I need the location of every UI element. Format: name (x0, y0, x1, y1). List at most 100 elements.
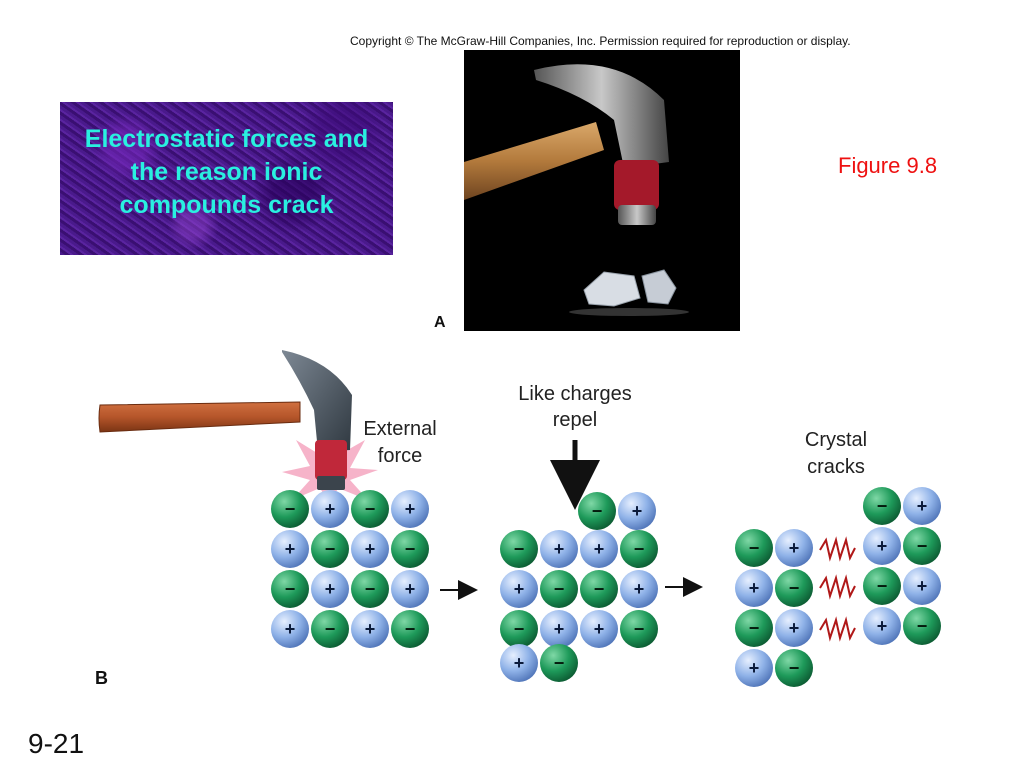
ion-charge-symbol: − (917, 536, 928, 556)
ion-charge-symbol: − (405, 539, 416, 559)
anion-ion: − (735, 529, 773, 567)
cation-ion: + (735, 649, 773, 687)
ion-charge-symbol: − (789, 578, 800, 598)
ion-sphere (271, 530, 309, 568)
ion-charge-symbol: − (365, 579, 376, 599)
ion-charge-symbol: − (877, 576, 888, 596)
ion-charge-symbol: − (325, 619, 336, 639)
ion-sphere (351, 570, 389, 608)
ion-sphere (775, 649, 813, 687)
ion-sphere (863, 567, 901, 605)
ion-sphere (580, 570, 618, 608)
ion-charge-symbol: + (285, 619, 296, 639)
anion-ion: − (903, 607, 941, 645)
anion-ion: − (500, 530, 538, 568)
cation-ion: + (863, 607, 901, 645)
hammer-grip (315, 440, 347, 480)
photo-illustration (464, 64, 689, 316)
cation-ion: + (863, 527, 901, 565)
anion-ion: − (863, 487, 901, 525)
photo-reflection (569, 308, 689, 316)
cation-ion: + (311, 490, 349, 528)
anion-ion: − (540, 570, 578, 608)
ion-sphere (391, 570, 429, 608)
ion-sphere (863, 487, 901, 525)
cation-ion: + (391, 490, 429, 528)
cracked-lattice: −++−−++−−++−−++− (735, 487, 941, 687)
cation-ion: + (903, 567, 941, 605)
ion-sphere (351, 490, 389, 528)
hammer-illustration (98, 350, 352, 490)
ion-sphere (500, 570, 538, 608)
ion-sphere (271, 490, 309, 528)
anion-ion: − (578, 492, 616, 530)
ion-sphere (863, 607, 901, 645)
cation-ion: + (351, 530, 389, 568)
hammer-handle (98, 401, 301, 433)
ion-sphere (618, 492, 656, 530)
ion-sphere (903, 527, 941, 565)
anion-ion: − (351, 570, 389, 608)
ion-charge-symbol: + (405, 499, 416, 519)
ion-charge-symbol: + (789, 538, 800, 558)
photo-crystal-piece-right (641, 269, 677, 305)
ion-sphere (775, 569, 813, 607)
ion-sphere (578, 492, 616, 530)
ion-sphere (271, 570, 309, 608)
panel-a-label: A (434, 314, 446, 331)
ion-sphere (500, 530, 538, 568)
cation-ion: + (311, 570, 349, 608)
ion-sphere (620, 530, 658, 568)
ion-charge-symbol: − (325, 539, 336, 559)
ion-charge-symbol: − (285, 499, 296, 519)
ion-sphere (311, 610, 349, 648)
ion-charge-symbol: − (594, 579, 605, 599)
ion-sphere (903, 567, 941, 605)
photo-hammer-handle (464, 122, 604, 200)
external-force-label-line2: force (378, 445, 422, 467)
ion-charge-symbol: + (749, 658, 760, 678)
anion-ion: − (311, 530, 349, 568)
ion-charge-symbol: + (514, 579, 525, 599)
cation-ion: + (351, 610, 389, 648)
like-charges-label-line2: repel (553, 409, 597, 431)
cation-ion: + (500, 644, 538, 682)
ion-charge-symbol: − (634, 619, 645, 639)
hammer-head (282, 350, 352, 452)
anion-ion: − (775, 649, 813, 687)
anion-ion: − (540, 644, 578, 682)
ion-sphere (620, 570, 658, 608)
cation-ion: + (271, 530, 309, 568)
ion-charge-symbol: − (877, 496, 888, 516)
anion-ion: − (735, 609, 773, 647)
ion-sphere (311, 570, 349, 608)
ion-sphere (540, 570, 578, 608)
hammer-face (317, 476, 345, 490)
anion-ion: − (271, 490, 309, 528)
panel-b-label: B (95, 668, 108, 688)
ion-charge-symbol: + (365, 619, 376, 639)
ion-sphere (391, 610, 429, 648)
ion-charge-symbol: + (325, 499, 336, 519)
ion-sphere (311, 530, 349, 568)
like-charges-label-line1: Like charges (518, 383, 631, 405)
ion-sphere (580, 530, 618, 568)
ion-sphere (903, 487, 941, 525)
cation-ion: + (775, 609, 813, 647)
ion-charge-symbol: + (285, 539, 296, 559)
cation-ion: + (271, 610, 309, 648)
ion-charge-symbol: + (917, 496, 928, 516)
anion-ion: − (311, 610, 349, 648)
crystal-cracks-label-line2: cracks (807, 456, 865, 478)
anion-ion: − (863, 567, 901, 605)
anion-ion: − (271, 570, 309, 608)
ion-sphere (735, 609, 773, 647)
crack-line (819, 536, 856, 562)
ion-charge-symbol: + (594, 539, 605, 559)
ion-charge-symbol: − (285, 579, 296, 599)
ion-charge-symbol: − (917, 616, 928, 636)
crack-line (819, 574, 856, 600)
ion-sphere (620, 610, 658, 648)
anion-ion: − (580, 570, 618, 608)
